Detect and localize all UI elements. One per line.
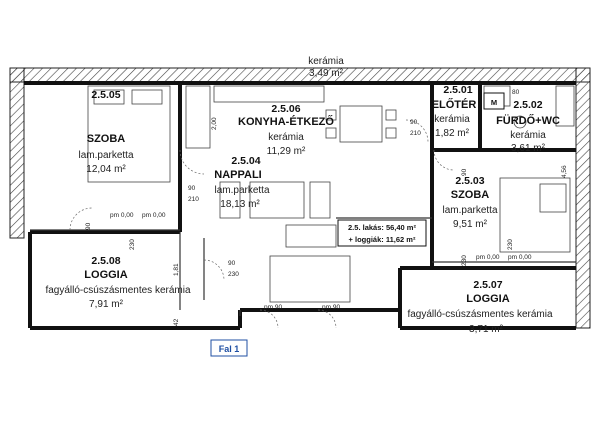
- room-name: SZOBA: [451, 189, 490, 201]
- room-material: kerámia: [434, 114, 470, 125]
- dim-label: 4,56: [561, 165, 568, 178]
- wall-badge: Fal 1: [210, 339, 248, 357]
- room-area: 9,51 m²: [453, 219, 488, 230]
- room-area: 12,04 m²: [86, 164, 126, 175]
- room-code: 2.5.07: [473, 279, 502, 291]
- left-wall: [9, 67, 25, 239]
- top-wall: [9, 67, 591, 83]
- bed-505: [87, 85, 171, 183]
- room-code: 2.5.04: [231, 155, 260, 167]
- pm-label: pm 0,00: [476, 254, 500, 261]
- room-area: 3,61 m²: [511, 143, 546, 154]
- dim-label: 90: [228, 260, 236, 267]
- dim-label: 210: [188, 196, 199, 203]
- dim-label: 90: [85, 222, 92, 230]
- room-code: 2.5.01: [443, 84, 472, 96]
- dim-label: 210: [410, 130, 421, 137]
- room-2-5-03: 2.5.03 SZOBA lam.parketta 9,51 m²: [442, 175, 497, 230]
- dim-label: 230: [461, 255, 468, 266]
- pm-label: pm 0,00: [142, 212, 166, 219]
- dim-label: 230: [507, 239, 514, 250]
- room-area: 18,13 m²: [220, 199, 260, 210]
- dim-label: 2,00: [211, 117, 218, 130]
- dimension-labels: pm 0,00 pm 0,00 pm 0,00 pm 0,00 pm 90 pm…: [85, 89, 568, 326]
- room-material: lam.parketta: [78, 150, 133, 161]
- top-area: 3,49 m²: [309, 68, 344, 79]
- room-material: lam.parketta: [442, 205, 497, 216]
- room-material: lam.parketta: [214, 185, 269, 196]
- dim-label: 230: [129, 239, 136, 250]
- dim-label: 42: [173, 318, 180, 326]
- dim-label: 80: [512, 89, 520, 96]
- room-2-5-01: 2.5.01 ELŐTÉR kerámia 1,82 m²: [432, 84, 477, 139]
- bed-503: [499, 177, 571, 253]
- pm-label: pm 0,00: [110, 212, 134, 219]
- summary-line-1: 2.5. lakás: 56,40 m²: [348, 223, 416, 232]
- living-furniture: [219, 181, 351, 303]
- room-code: 2.5.03: [455, 175, 484, 187]
- dim-label: 90: [461, 168, 468, 176]
- room-material: fagyálló-csúszásmentes kerámia: [45, 285, 190, 296]
- room-name: FÜRDŐ+WC: [496, 114, 560, 127]
- dim-label: 90: [188, 185, 196, 192]
- room-code: 2.5.05: [91, 89, 120, 101]
- room-name: ELŐTÉR: [432, 98, 477, 111]
- room-name: LOGGIA: [84, 269, 127, 281]
- room-2-5-04: 2.5.04 NAPPALI lam.parketta 18,13 m²: [214, 155, 270, 210]
- room-area: 3,71 m²: [469, 324, 504, 335]
- room-material: kerámia: [510, 130, 546, 141]
- kitchen-fixtures: [185, 85, 397, 149]
- room-area: 11,29 m²: [267, 146, 306, 157]
- pm-label: pm 0,00: [508, 254, 532, 261]
- apartment-summary: 2.5. lakás: 56,40 m² + loggiák: 11,62 m²: [337, 219, 427, 247]
- summary-line-2: + loggiák: 11,62 m²: [349, 235, 416, 244]
- dim-label: 230: [228, 271, 239, 278]
- meter-label: M: [491, 98, 497, 107]
- room-material: fagyálló-csúszásmentes kerámia: [407, 309, 552, 320]
- room-material: kerámia: [268, 132, 304, 143]
- door-swings: [69, 119, 455, 329]
- room-2-5-08: 2.5.08 LOGGIA fagyálló-csúszásmentes ker…: [45, 255, 190, 310]
- room-code: 2.5.02: [513, 99, 542, 111]
- room-2-5-06: 2.5.06 KONYHA-ÉTKEZŐ kerámia 11,29 m²: [238, 103, 334, 157]
- room-code: 2.5.06: [271, 103, 300, 115]
- top-material: kerámia: [308, 56, 344, 67]
- dim-label: 1,81: [173, 263, 180, 276]
- room-name: LOGGIA: [466, 293, 509, 305]
- meter-box: M: [483, 92, 505, 110]
- wall-badge-label: Fal 1: [219, 344, 240, 354]
- pm-label: pm 90: [322, 304, 340, 311]
- right-wall: [575, 67, 591, 329]
- room-code: 2.5.08: [91, 255, 120, 267]
- room-2-5-05: 2.5.05 SZOBA lam.parketta 12,04 m²: [78, 89, 133, 175]
- dim-label: 90: [410, 119, 418, 126]
- room-area: 1,82 m²: [435, 128, 470, 139]
- room-name: SZOBA: [87, 133, 126, 145]
- room-2-5-02: 2.5.02 FÜRDŐ+WC kerámia 3,61 m²: [496, 99, 560, 154]
- room-2-5-07: 2.5.07 LOGGIA fagyálló-csúszásmentes ker…: [407, 279, 552, 335]
- pm-label: pm 90: [264, 304, 282, 311]
- room-name: NAPPALI: [214, 169, 261, 181]
- room-name: KONYHA-ÉTKEZŐ: [238, 115, 334, 128]
- room-area: 7,91 m²: [89, 299, 124, 310]
- partitions: [30, 217, 576, 316]
